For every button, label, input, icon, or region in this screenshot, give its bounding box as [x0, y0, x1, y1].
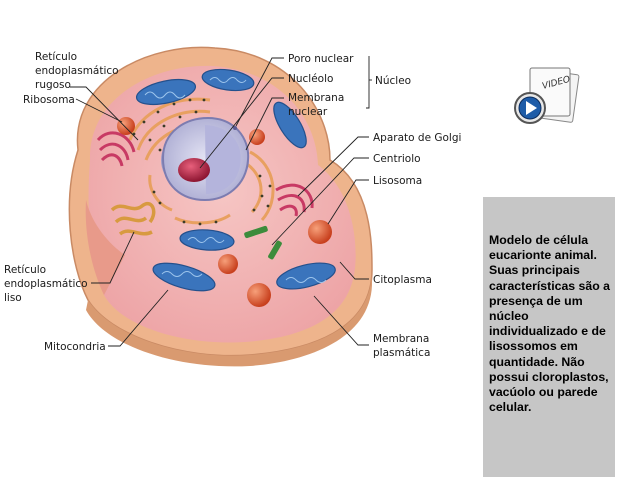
golgi-apparatus	[96, 131, 314, 217]
centriole	[244, 225, 282, 260]
label-nuclear-membrane: Membrana nuclear	[288, 92, 348, 118]
play-icon	[514, 92, 546, 124]
nuclear-pore	[233, 126, 237, 130]
smooth-er	[110, 201, 156, 236]
mitochondria-cristae	[144, 77, 327, 283]
caption-box: Modelo de célula eucarionte animal. Suas…	[483, 197, 615, 477]
label-mitochondria: Mitocondria	[44, 341, 106, 353]
lysosome	[247, 283, 271, 307]
label-smooth-er: Retículo endoplasmático liso	[4, 264, 91, 304]
label-golgi: Aparato de Golgi	[373, 132, 461, 144]
label-cytoplasm: Citoplasma	[373, 274, 432, 286]
mitochondrion	[152, 262, 216, 292]
mitochondrion	[179, 229, 235, 251]
label-nucleolus: Nucléolo	[288, 73, 333, 85]
video-button[interactable]: VIDEO	[512, 64, 588, 132]
label-nucleus: Núcleo	[375, 75, 411, 87]
label-centriole: Centriolo	[373, 153, 421, 165]
label-rough-er: Retículo endoplasmático rugoso	[35, 51, 122, 91]
caption-text: Modelo de célula eucarionte animal. Suas…	[489, 233, 611, 415]
nucleus	[161, 116, 250, 202]
lysosome	[308, 220, 332, 244]
lysosome	[218, 254, 238, 274]
animal-cell-diagram: Retículo endoplasmático rugoso Ribosoma …	[4, 46, 461, 367]
label-plasma-membrane: Membrana plasmática	[373, 333, 433, 359]
leader-lines	[70, 56, 372, 347]
label-lysosome: Lisosoma	[373, 175, 422, 187]
label-nuclear-pore: Poro nuclear	[288, 53, 354, 65]
mitochondrion	[273, 101, 307, 149]
nucleolus	[178, 158, 210, 182]
lysosome	[249, 129, 265, 145]
label-ribosome: Ribosoma	[23, 94, 75, 106]
lysosome	[117, 117, 135, 135]
